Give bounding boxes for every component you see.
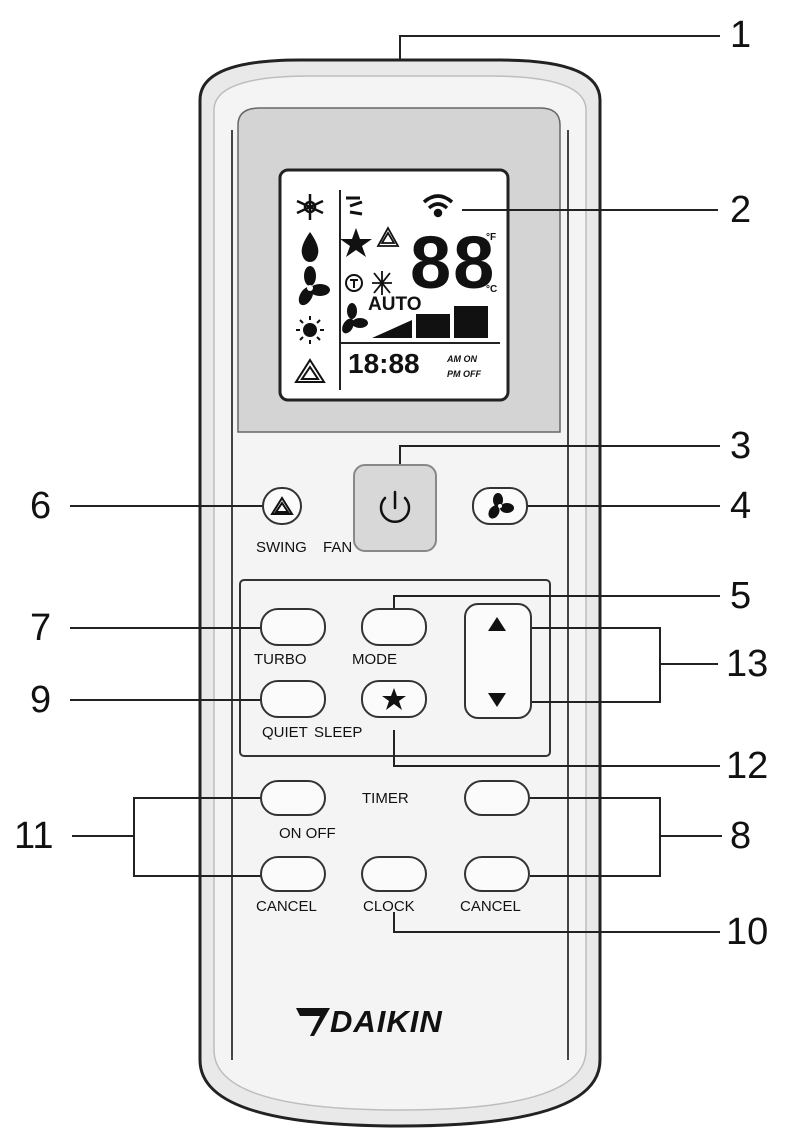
lcd-icons — [294, 194, 488, 383]
callout-8: 8 — [730, 815, 752, 857]
lcd-am-on: AM ON — [447, 354, 477, 364]
cancel-off-button[interactable] — [464, 856, 530, 892]
callout-1: 1 — [730, 14, 752, 56]
power-button[interactable] — [353, 464, 437, 552]
fan-speed-icon — [342, 303, 368, 334]
callout-3: 3 — [730, 425, 752, 467]
swing-icon — [270, 496, 294, 515]
callout-12: 12 — [726, 745, 769, 787]
vertical-swing-icon — [346, 196, 363, 216]
lcd-clock: 18:88 — [348, 348, 420, 379]
timer-on-button[interactable] — [260, 780, 326, 816]
swing-icon — [294, 358, 326, 383]
sun-icon — [296, 316, 324, 344]
leader-10 — [393, 912, 720, 933]
lcd-fan-mode: AUTO — [368, 294, 422, 315]
leader-8 — [530, 797, 661, 877]
leader-11 — [133, 797, 264, 877]
callout-9: 9 — [30, 679, 52, 721]
callout-11: 11 — [14, 815, 54, 857]
callout-13: 13 — [726, 643, 769, 685]
wifi-icon — [422, 194, 454, 218]
callout-2: 2 — [730, 189, 752, 231]
sleep-label: SLEEP — [314, 724, 363, 741]
cancel-on-button[interactable] — [260, 856, 326, 892]
lcd-temperature: 88 — [410, 221, 497, 304]
turbo-button[interactable] — [260, 608, 326, 646]
quiet-button[interactable] — [260, 680, 326, 718]
cancel-left-label: CANCEL — [256, 898, 317, 915]
fan-speed-bars — [372, 306, 488, 338]
leader-5 — [393, 595, 720, 608]
star-icon — [382, 688, 406, 710]
star-icon — [340, 228, 372, 257]
lcd-unit-c: °C — [486, 284, 498, 295]
drop-icon — [301, 232, 319, 262]
fan-button[interactable] — [472, 487, 528, 525]
fan-icon — [298, 266, 330, 306]
daikin-logo-mark — [296, 1008, 330, 1036]
up-arrow-icon[interactable] — [466, 609, 529, 649]
sleep-button[interactable] — [361, 680, 427, 718]
timer-label: TIMER — [362, 790, 409, 807]
swing-label: SWING — [256, 539, 307, 556]
power-icon — [379, 490, 411, 524]
leader-12 — [393, 730, 720, 767]
leader-1 — [399, 35, 720, 60]
turbo-icon — [372, 271, 392, 295]
fan-label: FAN — [323, 539, 353, 556]
turbo-label: TURBO — [254, 651, 307, 668]
callout-10: 10 — [726, 911, 769, 953]
brand-logo: DAIKIN — [330, 1004, 443, 1039]
cancel-right-label: CANCEL — [460, 898, 521, 915]
timer-off-button[interactable] — [464, 780, 530, 816]
leader-3 — [399, 445, 720, 474]
quiet-icon — [345, 274, 363, 292]
callout-6: 6 — [30, 485, 52, 527]
swing-button[interactable] — [262, 487, 302, 525]
mode-label: MODE — [352, 651, 397, 668]
leader-13 — [530, 627, 661, 703]
down-arrow-icon[interactable] — [466, 675, 529, 715]
temperature-rocker[interactable] — [464, 603, 532, 719]
clock-label: CLOCK — [363, 898, 415, 915]
snowflake-icon — [296, 194, 324, 220]
fan-icon — [488, 493, 514, 519]
lcd-pm-off: PM OFF — [447, 369, 481, 379]
callout-7: 7 — [30, 607, 52, 649]
callout-4: 4 — [730, 485, 752, 527]
clock-button[interactable] — [361, 856, 427, 892]
lcd-unit-f: °F — [486, 232, 497, 243]
on-off-label: ON OFF — [279, 825, 336, 842]
swing-small-icon — [376, 226, 400, 247]
callout-5: 5 — [730, 575, 752, 617]
mode-button[interactable] — [361, 608, 427, 646]
quiet-label: QUIET — [262, 724, 308, 741]
